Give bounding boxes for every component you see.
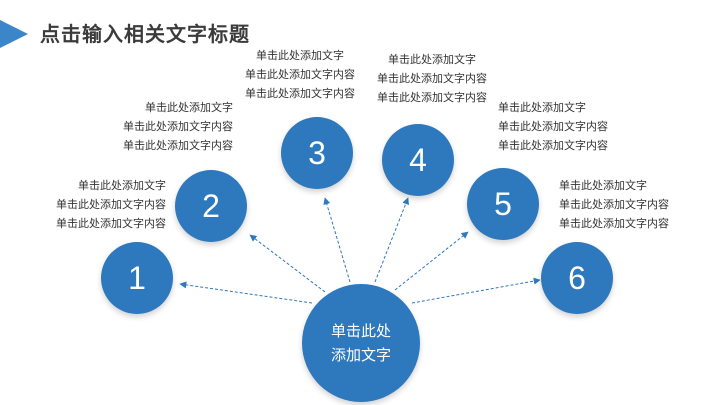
node-1-note-line-1: 单击此处添加文字: [78, 179, 166, 192]
node-5-note-line-3: 单击此处添加文字内容: [498, 139, 608, 152]
node-6-note: 单击此处添加文字 单击此处添加文字内容 单击此处添加文字内容: [559, 176, 689, 233]
node-6-circle[interactable]: 6: [541, 242, 613, 314]
node-3-note: 单击此处添加文字 单击此处添加文字内容 单击此处添加文字内容: [236, 46, 364, 103]
corner-accent-tab: [0, 20, 28, 48]
connector-to-node-3: [323, 197, 351, 283]
node-5-number: 5: [494, 185, 512, 222]
node-3-circle[interactable]: 3: [281, 117, 353, 189]
node-4-note-line-1: 单击此处添加文字: [388, 53, 476, 66]
node-2-note-line-2: 单击此处添加文字内容: [123, 120, 233, 133]
node-4-note: 单击此处添加文字 单击此处添加文字内容 单击此处添加文字内容: [368, 50, 496, 107]
node-3-note-line-2: 单击此处添加文字内容: [245, 68, 355, 81]
node-2-circle[interactable]: 2: [175, 170, 247, 242]
connector-to-node-6: [411, 277, 541, 304]
node-6-number: 6: [568, 259, 586, 296]
hub-circle[interactable]: 单击此处 添加文字: [302, 284, 420, 402]
node-3-number: 3: [308, 134, 326, 171]
node-1-circle[interactable]: 1: [101, 242, 173, 314]
node-3-note-line-1: 单击此处添加文字: [256, 49, 344, 62]
node-5-note-line-1: 单击此处添加文字: [498, 101, 586, 114]
node-2-number: 2: [202, 187, 220, 224]
node-3-note-line-3: 单击此处添加文字内容: [245, 87, 355, 100]
node-2-note-line-1: 单击此处添加文字: [145, 101, 233, 114]
node-1-number: 1: [128, 259, 146, 296]
node-4-note-line-3: 单击此处添加文字内容: [377, 91, 487, 104]
node-6-note-line-3: 单击此处添加文字内容: [559, 217, 669, 230]
node-6-note-line-1: 单击此处添加文字: [559, 179, 647, 192]
connector-to-node-1: [179, 281, 313, 304]
page-title: 点击输入相关文字标题: [40, 22, 250, 46]
node-4-note-line-2: 单击此处添加文字内容: [377, 72, 487, 85]
node-4-number: 4: [409, 141, 427, 178]
node-5-circle[interactable]: 5: [467, 168, 539, 240]
node-1-note: 单击此处添加文字 单击此处添加文字内容 单击此处添加文字内容: [40, 176, 166, 233]
node-6-note-line-2: 单击此处添加文字内容: [559, 198, 669, 211]
connector-to-node-2: [249, 234, 326, 293]
hub-line-2: 添加文字: [330, 346, 391, 364]
node-1-note-line-2: 单击此处添加文字内容: [56, 198, 166, 211]
node-2-note-line-3: 单击此处添加文字内容: [123, 139, 233, 152]
node-1-note-line-3: 单击此处添加文字内容: [56, 217, 166, 230]
connector-to-node-5: [394, 231, 469, 291]
node-2-note: 单击此处添加文字 单击此处添加文字内容 单击此处添加文字内容: [107, 98, 233, 155]
node-5-note: 单击此处添加文字 单击此处添加文字内容 单击此处添加文字内容: [498, 98, 626, 155]
hub-line-1: 单击此处: [330, 322, 391, 340]
node-4-circle[interactable]: 4: [382, 124, 454, 196]
connector-to-node-4: [374, 197, 409, 283]
node-5-note-line-2: 单击此处添加文字内容: [498, 120, 608, 133]
